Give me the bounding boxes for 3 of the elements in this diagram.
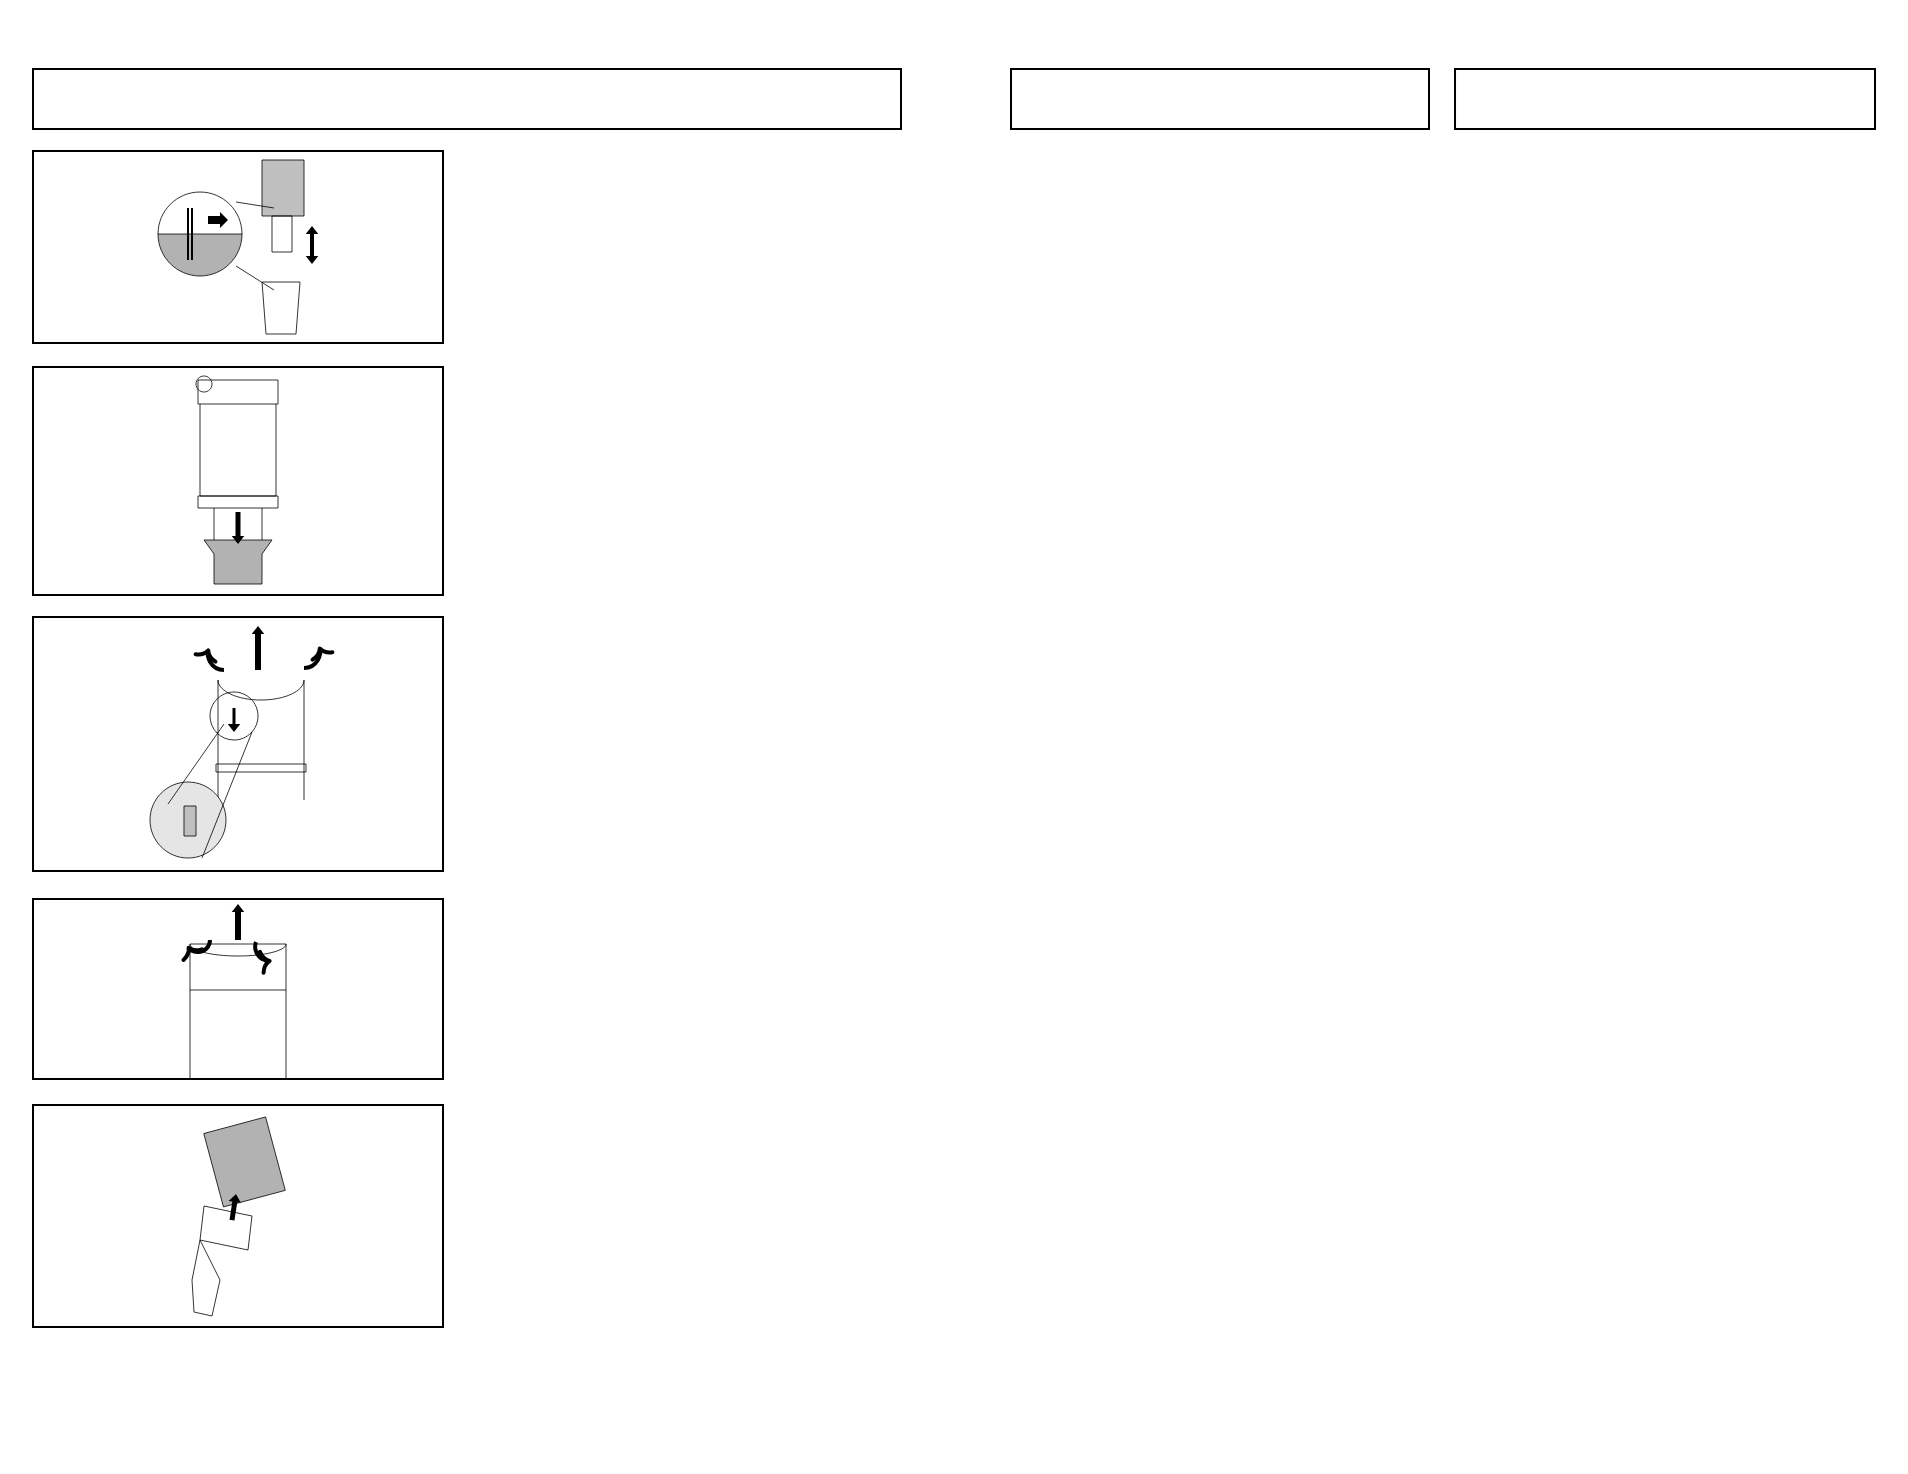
header-box: [1010, 68, 1430, 130]
header-box: [32, 68, 902, 130]
header-box: [1454, 68, 1876, 130]
